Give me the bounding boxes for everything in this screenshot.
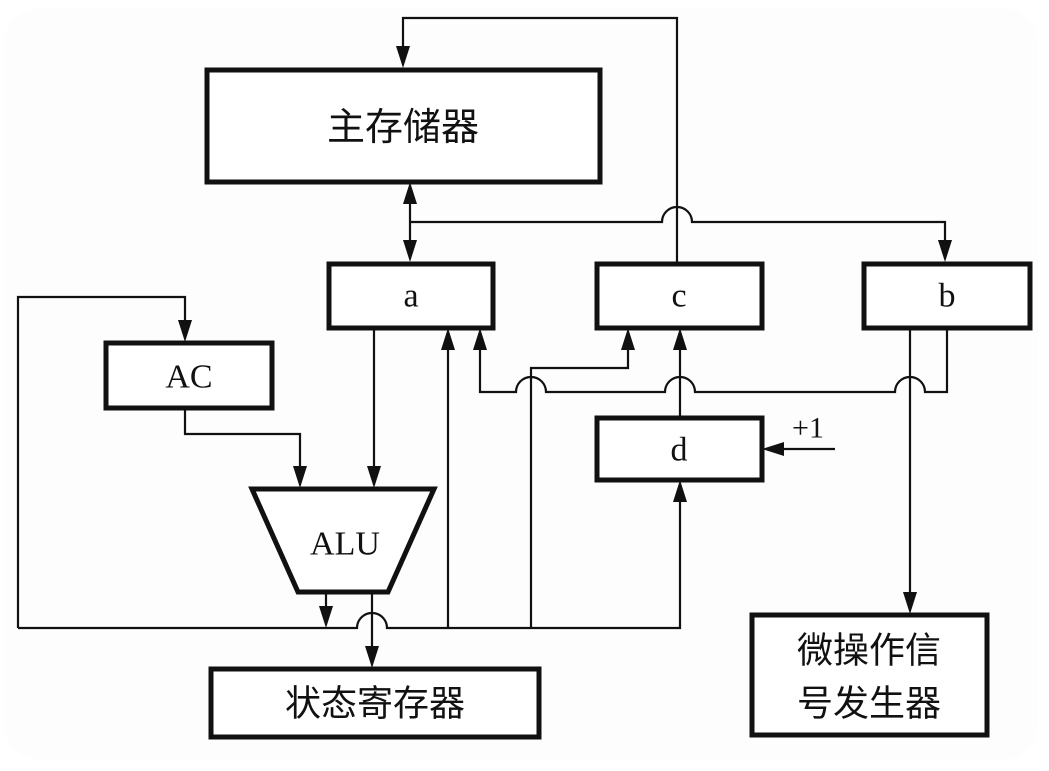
wire-bus-to-ac [16,295,187,628]
arrow-into-alu-from-a [367,466,381,488]
wire-c-to-memory [401,16,679,262]
arrow-into-c-from-bus [621,328,635,350]
main-memory-label: 主存储器 [327,105,479,149]
wire-memory-to-b [410,205,947,250]
ac-block: AC [103,340,275,411]
status-register-block: 状态寄存器 [208,666,542,740]
arrow-into-ac [178,320,192,342]
arrow-into-c-from-d [673,328,687,350]
wire-bus-to-c [529,340,630,628]
register-d-label: d [671,432,688,469]
main-memory-block: 主存储器 [204,67,603,185]
register-a-label: a [403,278,418,315]
increment-label: +1 [792,412,824,445]
alu-block: ALU [248,486,438,595]
register-a-block: a [326,261,496,331]
register-c-block: c [594,261,765,331]
register-b-block: b [861,261,1033,331]
ac-label: AC [165,359,212,396]
arrow-into-d-increment [762,442,784,456]
micro-op-generator-block: 微操作信 号发生器 [749,612,990,738]
status-register-label: 状态寄存器 [285,684,465,725]
alu-label: ALU [310,526,380,563]
wire-ac-to-alu [183,408,302,476]
micro-op-generator-label-line2: 号发生器 [797,684,941,725]
arrow-into-microop [903,592,917,614]
arrow-into-a-from-bus [441,328,455,350]
wire-b-to-a [478,328,949,394]
arrow-into-d-from-bus [673,480,687,502]
micro-op-generator-label-line1: 微操作信 [797,631,941,672]
arrow-into-a-from-b [473,328,487,350]
arrow-into-alu-from-ac [293,466,307,488]
register-c-label: c [671,278,686,315]
bottom-bus [18,492,682,630]
arrow-into-memory [396,46,410,68]
arrow-into-status [365,646,379,668]
arrow-up-to-memory [403,182,417,204]
arrow-into-b [938,240,952,262]
arrow-down-to-a [403,240,417,262]
register-b-label: b [939,278,956,315]
arrow-alu-to-bus [319,606,333,628]
register-d-block: d [594,415,765,483]
